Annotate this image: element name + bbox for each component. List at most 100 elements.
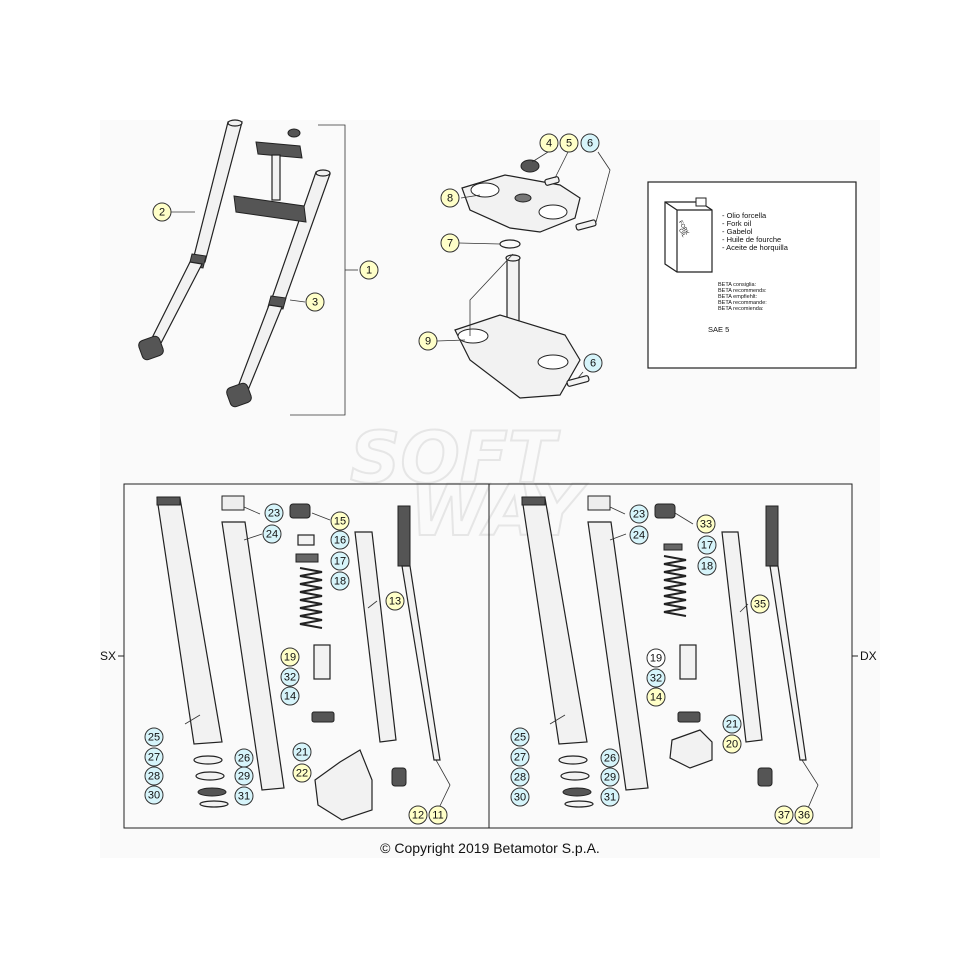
callout-l21: 21 xyxy=(292,742,312,762)
callout-c3: 3 xyxy=(305,292,325,312)
callout-l32: 32 xyxy=(280,667,300,687)
callout-r21: 21 xyxy=(722,714,742,734)
callout-c9: 9 xyxy=(418,331,438,351)
clamp-bolt xyxy=(544,176,560,186)
can-label-oil: OIL xyxy=(677,228,687,239)
callout-label: 3 xyxy=(312,297,318,309)
callout-l17: 17 xyxy=(330,551,350,571)
callout-r23: 23 xyxy=(629,504,649,524)
callout-c6a: 6 xyxy=(580,133,600,153)
callout-c6b: 6 xyxy=(583,353,603,373)
oil-line-fr: - Huile de fourche xyxy=(722,235,781,244)
callout-r35: 35 xyxy=(750,594,770,614)
callout-label: 23 xyxy=(633,509,645,521)
oil-line-it: - Olio forcella xyxy=(722,211,767,220)
callout-label: 8 xyxy=(447,193,453,205)
callout-l29: 29 xyxy=(234,766,254,786)
callout-r27: 27 xyxy=(510,747,530,767)
callout-r36: 36 xyxy=(794,805,814,825)
callout-label: 36 xyxy=(798,810,810,822)
callout-label: 6 xyxy=(590,358,596,370)
callout-r33: 33 xyxy=(696,514,716,534)
triple-clamp-exploded xyxy=(436,151,611,399)
callout-label: 12 xyxy=(412,810,424,822)
callout-l14: 14 xyxy=(280,686,300,706)
callout-r30: 30 xyxy=(510,787,530,807)
callout-r25: 25 xyxy=(510,727,530,747)
callout-label: 20 xyxy=(726,739,738,751)
callout-label: 25 xyxy=(148,732,160,744)
callout-label: 5 xyxy=(566,138,572,150)
dx-fork-cap xyxy=(654,503,676,519)
callout-label: 14 xyxy=(650,692,662,704)
callout-r18: 18 xyxy=(697,556,717,576)
side-label-sx: SX xyxy=(100,649,116,663)
sx-inner-tube xyxy=(221,521,285,791)
callout-r29: 29 xyxy=(600,767,620,787)
callout-label: 23 xyxy=(268,508,280,520)
callout-label: 19 xyxy=(284,652,296,664)
dx-inner-tube xyxy=(587,521,649,791)
callout-r14: 14 xyxy=(646,687,666,707)
callout-label: 29 xyxy=(604,772,616,784)
callout-label: 2 xyxy=(159,207,165,219)
callout-c8: 8 xyxy=(440,188,460,208)
callout-c4: 4 xyxy=(539,133,559,153)
callout-label: 22 xyxy=(296,768,308,780)
callout-label: 21 xyxy=(296,747,308,759)
callout-label: 32 xyxy=(284,672,296,684)
clamp-bolt-upper xyxy=(575,219,597,231)
fork-oil-box: FORK OIL - Olio forcella - Fork oil - Ga… xyxy=(647,181,857,369)
callout-l30: 30 xyxy=(144,785,164,805)
callout-label: 25 xyxy=(514,732,526,744)
callout-label: 16 xyxy=(334,535,346,547)
callout-l23: 23 xyxy=(264,503,284,523)
sx-fork-foot xyxy=(314,749,373,821)
callout-c5: 5 xyxy=(559,133,579,153)
stem-nut xyxy=(520,159,540,173)
callout-label: 1 xyxy=(366,265,372,277)
callout-label: 35 xyxy=(754,599,766,611)
watermark-line-2: WAY xyxy=(410,470,588,552)
callout-l15: 15 xyxy=(330,511,350,531)
callout-label: 30 xyxy=(148,790,160,802)
callout-label: 17 xyxy=(334,556,346,568)
callout-label: 6 xyxy=(587,138,593,150)
dx-spring xyxy=(663,543,687,617)
callout-label: 37 xyxy=(778,810,790,822)
sx-fork-cap xyxy=(289,503,311,519)
callout-label: 17 xyxy=(701,540,713,552)
callout-l22: 22 xyxy=(292,763,312,783)
callout-l16: 16 xyxy=(330,530,350,550)
callout-label: 32 xyxy=(650,673,662,685)
callout-label: 4 xyxy=(546,138,552,150)
recommend-en: BETA recommends: xyxy=(718,288,767,294)
oil-line-de: - Gabelol xyxy=(722,227,753,236)
triple-clamp-small xyxy=(233,128,307,223)
callout-label: 31 xyxy=(604,792,616,804)
callout-label: 18 xyxy=(701,561,713,573)
callout-l24: 24 xyxy=(262,524,282,544)
callout-label: 24 xyxy=(633,530,645,542)
callout-r37: 37 xyxy=(774,805,794,825)
callout-label: 18 xyxy=(334,576,346,588)
fork-assembly-group xyxy=(138,119,358,416)
callout-r31: 31 xyxy=(600,787,620,807)
callout-label: 21 xyxy=(726,719,738,731)
side-label-dx: DX xyxy=(860,649,877,663)
callout-label: 31 xyxy=(238,791,250,803)
callout-l19: 19 xyxy=(280,647,300,667)
callout-r32: 32 xyxy=(646,668,666,688)
callout-c2: 2 xyxy=(152,202,172,222)
sx-spring xyxy=(295,553,323,629)
callout-label: 13 xyxy=(389,596,401,608)
callout-label: 7 xyxy=(447,238,453,250)
callout-l28: 28 xyxy=(144,766,164,786)
callout-c1: 1 xyxy=(359,260,379,280)
callout-label: 33 xyxy=(700,519,712,531)
clamp-bolt-lower xyxy=(566,375,590,387)
dx-damper-tube xyxy=(721,531,763,743)
callout-label: 30 xyxy=(514,792,526,804)
callout-l18: 18 xyxy=(330,571,350,591)
